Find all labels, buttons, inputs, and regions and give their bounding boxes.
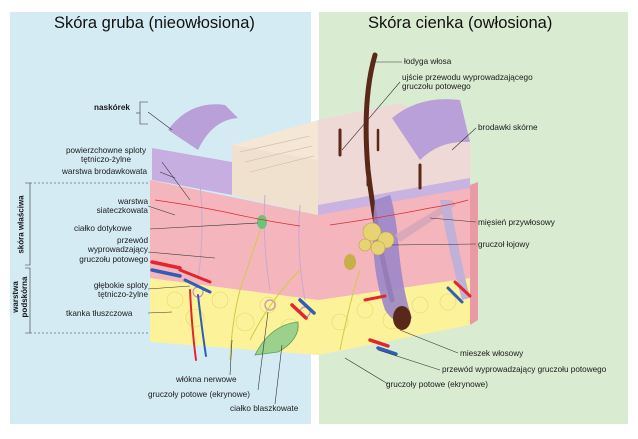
label-sweat-pore: ujście przewodu wyprowadzającego gruczoł… <box>402 73 533 92</box>
label-lamellated-corpuscle: ciałko blaszkowate <box>230 404 299 413</box>
label-sweat-glands-right: gruczoły potowe (ekrynowe) <box>386 380 488 389</box>
superficial-plexus <box>154 199 469 227</box>
hair-follicle <box>372 195 412 323</box>
hair-bulb <box>393 306 411 330</box>
label-arrector-pili: mięsień przywłosowy <box>478 218 555 227</box>
sebaceous-gland <box>358 222 395 256</box>
thin-epidermis-peel <box>392 99 470 160</box>
sebaceous-gland-small <box>344 254 356 270</box>
label-sweat-glands-left: gruczoły potowe (ekrynowe) <box>148 390 250 399</box>
thin-skin-title: Skóra cienka (owłosiona) <box>368 14 553 32</box>
thick-epidermis-surface <box>232 145 318 215</box>
thick-skin-title: Skóra gruba (nieowłosiona) <box>54 14 255 32</box>
label-hypodermis: warstwa podskórna <box>11 276 29 318</box>
lamellated-corpuscle <box>254 321 299 356</box>
label-nerve-fibers: włókna nerwowe <box>176 375 237 384</box>
label-papillary-layer: warstwa brodawkowata <box>62 167 148 176</box>
leader-lines-left <box>25 101 283 405</box>
label-tactile-corpuscle: ciałko dotykowe <box>74 224 132 233</box>
label-sweat-duct-right: przewód wyprowadzający gruczołu potowego <box>442 365 607 374</box>
label-sweat-duct: przewód wyprowadzający gruczołu potowego <box>79 236 148 264</box>
label-hair-follicle: mieszek włosowy <box>460 349 524 358</box>
leader-lines-right <box>341 61 477 385</box>
dermis-side <box>470 182 478 325</box>
label-epidermis: naskórek <box>94 103 130 112</box>
epidermal-ridges <box>239 135 315 173</box>
second-follicle <box>440 200 470 300</box>
label-superficial-plexus: powierzchowne sploty tętniczo-żylne <box>65 146 147 165</box>
fat-cells <box>166 291 457 338</box>
nerve-fibers <box>229 224 361 361</box>
blood-vessels <box>150 260 472 361</box>
label-hair-shaft: łodyga włosa <box>404 57 452 66</box>
thick-epidermis-peel <box>168 104 238 150</box>
thin-epidermis-band <box>318 178 470 215</box>
label-dermal-papillae: brodawki skórne <box>478 123 538 132</box>
label-reticular-layer: warstwa siateczkowata <box>96 197 148 216</box>
arrector-pili-muscle <box>395 200 456 242</box>
label-sebaceous-gland: gruczoł łojowy <box>478 240 530 249</box>
label-dermis-proper: skóra właściwa <box>16 195 26 254</box>
tactile-corpuscle <box>257 215 267 229</box>
sweat-ducts-left <box>197 184 306 301</box>
thick-epidermis <box>152 148 232 195</box>
label-adipose-tissue: tkanka tłuszczowa <box>66 309 133 318</box>
label-deep-plexus: głębokie sploty tętniczo-żylne <box>93 281 148 300</box>
